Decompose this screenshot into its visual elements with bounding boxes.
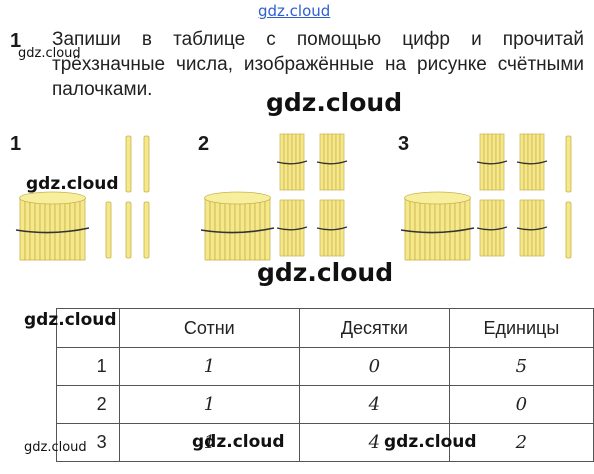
watermark-medium-4: gdz.cloud (384, 432, 477, 452)
bundle-ten (516, 199, 548, 257)
header-hundreds: Сотни (118, 308, 300, 348)
watermark-small-1: gdz.cloud (18, 46, 81, 61)
place-value-table: Сотни Десятки Единицы 1 1 0 5 2 1 4 0 3 … (56, 308, 594, 462)
table-row: 1 1 0 5 (56, 347, 594, 386)
table-header-row: Сотни Десятки Единицы (56, 308, 594, 348)
bundle-ten (276, 133, 308, 191)
table-row: 2 1 4 0 (56, 385, 594, 424)
bundle-ten (276, 199, 308, 257)
watermark-small-2: gdz.cloud (24, 440, 87, 455)
cell-ones: 0 (448, 385, 594, 424)
cell-hundreds: 1 (118, 423, 300, 462)
watermark-medium-3: gdz.cloud (192, 432, 285, 452)
stick-one (143, 201, 150, 259)
watermark-medium-1: gdz.cloud (26, 174, 119, 194)
cell-tens: 4 (298, 385, 450, 424)
header-tens: Десятки (298, 308, 450, 348)
task-number: 1 (10, 30, 22, 52)
stick-one (143, 135, 150, 193)
stick-one (565, 201, 572, 259)
picture-1-label: 1 (10, 133, 22, 155)
watermark-top[interactable]: gdz.cloud (258, 2, 331, 20)
row-number: 1 (56, 347, 120, 386)
bundle-ten (516, 133, 548, 191)
cell-hundreds: 1 (118, 347, 300, 386)
picture-3-label: 3 (398, 133, 410, 155)
cell-ones: 2 (448, 423, 594, 462)
cell-ones: 5 (448, 347, 594, 386)
table-row: 3 1 4 2 (56, 423, 594, 462)
stick-one (125, 135, 132, 193)
bundle-hundred (200, 191, 275, 261)
bundle-ten (476, 133, 508, 191)
bundle-hundred (15, 191, 90, 261)
counting-sticks-illustration (15, 133, 572, 261)
cell-hundreds: 1 (118, 385, 300, 424)
task-text: Запиши в таблице с помощью цифр и прочит… (52, 29, 584, 100)
watermark-medium-2: gdz.cloud (24, 310, 117, 330)
watermark-large-1: gdz.cloud (266, 88, 403, 117)
row-number: 2 (56, 385, 120, 424)
stick-one (125, 201, 132, 259)
bundle-ten (476, 199, 508, 257)
bundle-hundred (400, 191, 475, 261)
bundle-ten (316, 199, 348, 257)
cell-tens: 0 (298, 347, 450, 386)
stick-one (565, 135, 572, 193)
stick-one (105, 201, 112, 259)
header-ones: Единицы (448, 308, 594, 348)
row-number: 3 (56, 423, 120, 462)
watermark-large-2: gdz.cloud (257, 258, 394, 287)
picture-2-label: 2 (198, 133, 210, 155)
bundle-ten (316, 133, 348, 191)
cell-tens: 4 (298, 423, 450, 462)
